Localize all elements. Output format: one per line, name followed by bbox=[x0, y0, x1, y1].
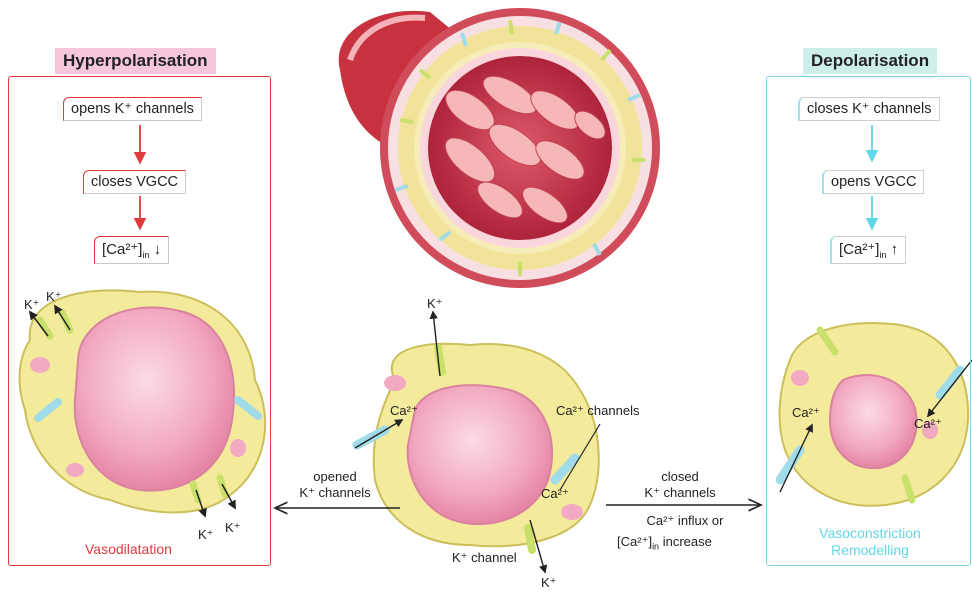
central-cell bbox=[355, 312, 600, 572]
depol-step-ca-increase: [Ca²⁺]in ↑ bbox=[830, 236, 906, 264]
down-arrow-icon: ↓ bbox=[154, 241, 162, 258]
closed-k-channels-label: K⁺ channels bbox=[620, 485, 740, 501]
hyper-step-opens-k-channels: opens K⁺ channels bbox=[63, 97, 202, 121]
vasoconstriction-label: Vasoconstriction bbox=[800, 525, 940, 541]
hyper-step-closes-vgcc: closes VGCC bbox=[83, 170, 186, 194]
opened-label: opened bbox=[287, 469, 383, 484]
vasodilatation-label: Vasodilatation bbox=[85, 541, 172, 557]
center-ca-right-label: Ca²⁺ bbox=[541, 486, 569, 502]
depolarisation-title: Depolarisation bbox=[803, 48, 937, 74]
ca-channels-label: Ca²⁺ channels bbox=[556, 403, 639, 419]
ca-influx-label: Ca²⁺ influx or bbox=[620, 513, 750, 529]
hyper-k-label-2: K⁺ bbox=[46, 289, 62, 305]
k-channel-label: K⁺ channel bbox=[452, 550, 517, 566]
center-k-top-label: K⁺ bbox=[427, 296, 443, 312]
increase-word: increase bbox=[663, 534, 712, 549]
hyper-k-label-1: K⁺ bbox=[24, 297, 40, 313]
remodelling-label: Remodelling bbox=[800, 542, 940, 558]
hyperpolarisation-title: Hyperpolarisation bbox=[55, 48, 216, 74]
hyperpolarisation-panel bbox=[8, 76, 271, 566]
depol-step-opens-vgcc: opens VGCC bbox=[822, 170, 924, 194]
closed-label: closed bbox=[620, 469, 740, 484]
hyper-k-label-3: K⁺ bbox=[198, 527, 214, 543]
hyper-k-label-4: K⁺ bbox=[225, 520, 241, 536]
center-k-bottom-label: K⁺ bbox=[541, 575, 557, 591]
up-arrow-icon: ↑ bbox=[891, 241, 899, 258]
center-ca-left-label: Ca²⁺ bbox=[390, 403, 418, 419]
depol-ca-left-label: Ca²⁺ bbox=[792, 405, 820, 421]
in-subscript: in bbox=[879, 250, 886, 260]
ca-label: Ca²⁺ bbox=[106, 241, 138, 258]
hyper-step-ca-decrease: [Ca²⁺]in ↓ bbox=[94, 236, 169, 264]
in-subscript: in bbox=[652, 542, 659, 552]
blood-vessel-illustration bbox=[339, 8, 660, 288]
opened-k-channels-label: K⁺ channels bbox=[287, 485, 383, 501]
ca-label: Ca²⁺ bbox=[621, 534, 649, 549]
depol-ca-right-label: Ca²⁺ bbox=[914, 416, 942, 432]
depolarisation-panel bbox=[766, 76, 971, 566]
ca-increase-label: [Ca²⁺]in increase bbox=[617, 534, 712, 552]
ca-label: Ca²⁺ bbox=[843, 241, 875, 258]
depol-step-closes-k-channels: closes K⁺ channels bbox=[798, 97, 940, 121]
in-subscript: in bbox=[142, 250, 149, 260]
